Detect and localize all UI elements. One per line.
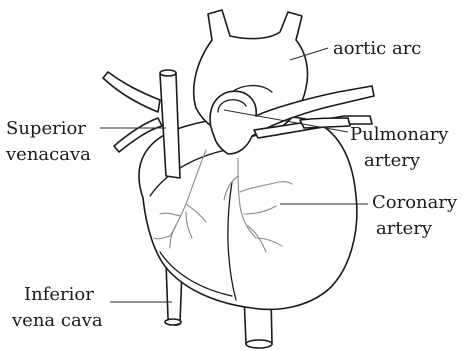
label-aortic-arc: aortic arc <box>333 38 421 59</box>
left-branch-vessels <box>103 72 160 112</box>
label-inferior-vena-cava-line1: Inferior <box>24 284 94 305</box>
right-branch-vessel <box>300 118 350 128</box>
label-coronary-artery-line1: Coronary <box>372 192 458 213</box>
superior-vena-cava-opening <box>160 70 176 76</box>
label-pulmonary-artery-line2: artery <box>364 150 421 171</box>
descending-vessel-opening <box>246 340 272 348</box>
label-superior-vena-cava-line2: venacava <box>5 144 91 165</box>
label-coronary-artery-line2: artery <box>376 218 433 239</box>
inferior-vena-cava-opening <box>165 319 181 325</box>
label-superior-vena-cava-line1: Superior <box>6 118 86 139</box>
label-inferior-vena-cava-line2: vena cava <box>11 310 103 331</box>
label-pulmonary-artery-line1: Pulmonary <box>350 124 449 145</box>
